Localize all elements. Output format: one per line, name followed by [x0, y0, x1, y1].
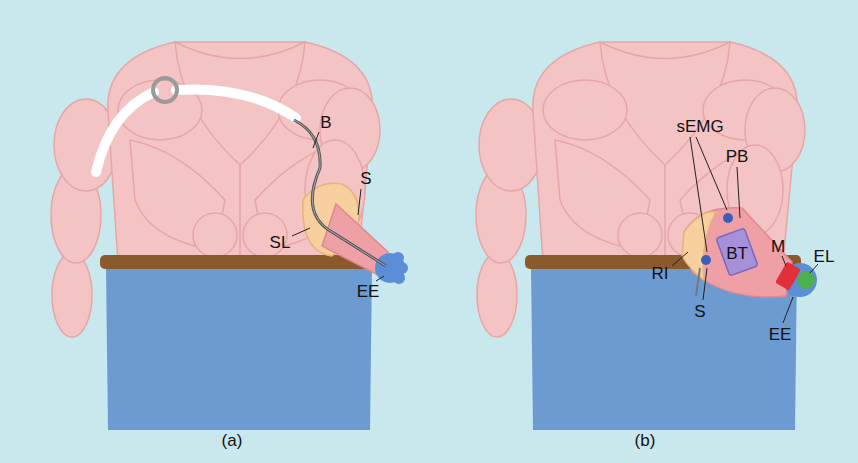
panel-label: (b)	[635, 432, 656, 449]
part-label: EL	[814, 248, 835, 265]
part-label: M	[771, 238, 785, 255]
part-label: BT	[726, 245, 748, 262]
part-label: B	[320, 114, 331, 131]
part-label: PB	[726, 148, 749, 165]
panel-label: (a)	[222, 432, 243, 449]
part-label: EE	[357, 283, 380, 300]
part-label: S	[694, 303, 705, 320]
part-label: RI	[652, 265, 669, 282]
part-label: SL	[270, 234, 291, 251]
part-label: sEMG	[676, 118, 723, 135]
part-label: S	[360, 170, 371, 187]
part-label: EE	[769, 326, 792, 343]
